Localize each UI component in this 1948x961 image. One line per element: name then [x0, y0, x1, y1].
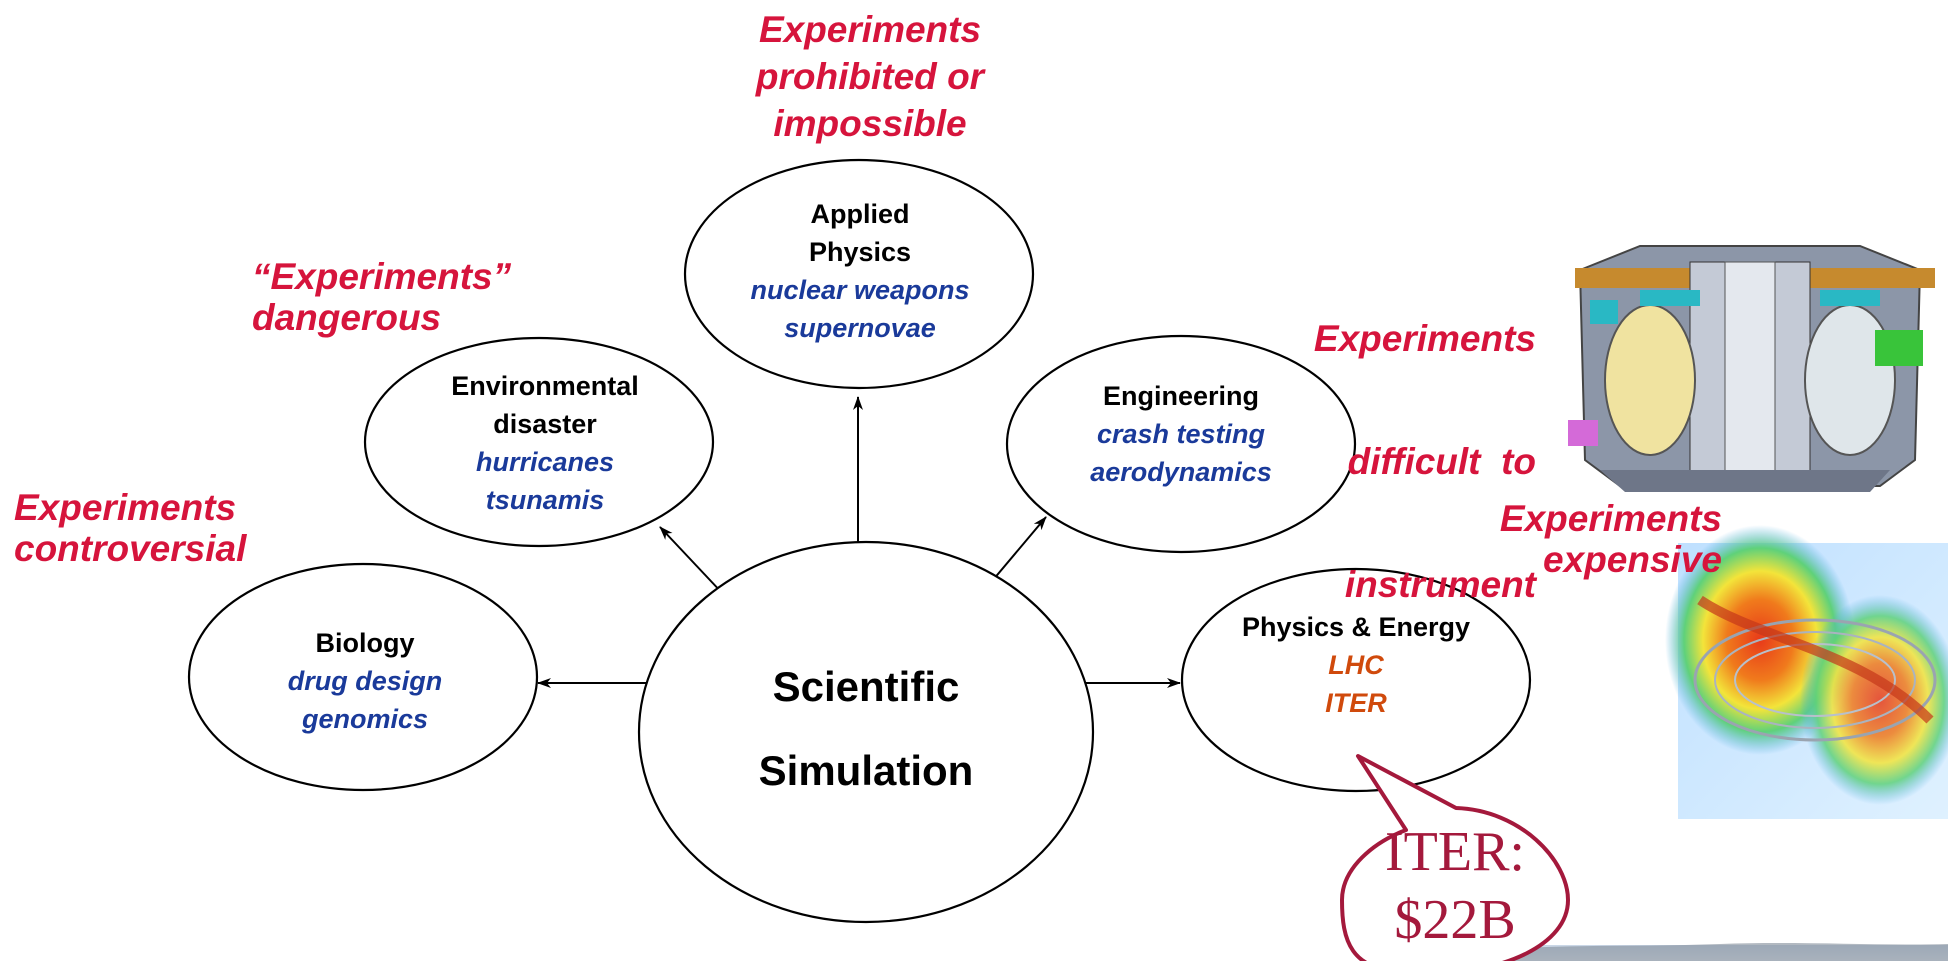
center-ellipse [637, 540, 1095, 924]
callout-line-2: $22B [1394, 889, 1516, 951]
center-label: Scientific Simulation [690, 645, 1042, 813]
label-difficult-line-1: Experiments [1313, 318, 1536, 359]
iter-cost-callout: ITER: $22B [1350, 818, 1560, 954]
environmental-title-2: disaster [493, 409, 597, 439]
applied-example-1: nuclear weapons [750, 275, 970, 305]
label-prohibited-line-1: Experiments [758, 9, 982, 50]
callout-line-1: ITER: [1385, 821, 1525, 883]
environmental-example-2: tsunamis [485, 485, 605, 515]
label-controversial-line-1: Experiments [14, 487, 237, 528]
physics-energy-example-1: LHC [1328, 650, 1384, 680]
tokamak-cutaway-image [1552, 240, 1948, 497]
label-difficult-line-3: instrument [1344, 564, 1536, 605]
label-difficult-line-2: difficult to [1347, 441, 1536, 482]
physics-energy-node: Physics & Energy LHC ITER [1196, 608, 1516, 722]
biology-node: Biology drug design genomics [230, 624, 500, 738]
label-expensive: Experiments expensive [1462, 498, 1722, 580]
label-controversial: Experiments controversial [14, 487, 246, 569]
engineering-example-1: crash testing [1096, 419, 1266, 449]
environmental-example-1: hurricanes [475, 447, 615, 477]
applied-example-2: supernovae [784, 313, 936, 343]
applied-physics-node: Applied Physics nuclear weapons supernov… [700, 195, 1020, 347]
environmental-title-1: Environmental [451, 371, 639, 401]
biology-title: Biology [315, 628, 415, 658]
engineering-ellipse [1005, 334, 1357, 554]
physics-energy-ellipse [1180, 567, 1532, 793]
label-controversial-line-2: controversial [14, 528, 247, 569]
biology-ellipse [187, 562, 539, 792]
center-line-2: Simulation [758, 747, 974, 794]
label-dangerous: “Experiments” dangerous [252, 256, 511, 338]
label-prohibited-line-3: impossible [773, 103, 967, 144]
engineering-node: Engineering crash testing aerodynamics [1041, 377, 1321, 491]
landscape-photo-image [1496, 943, 1948, 961]
label-dangerous-line-1: “Experiments” [252, 256, 512, 297]
label-prohibited-line-2: prohibited or [755, 56, 985, 97]
label-expensive-line-2: expensive [1543, 539, 1722, 580]
center-line-1: Scientific [772, 663, 960, 710]
physics-energy-example-2: ITER [1325, 688, 1387, 718]
label-dangerous-line-2: dangerous [252, 297, 442, 338]
environmental-ellipse [363, 336, 715, 548]
label-expensive-line-1: Experiments [1499, 498, 1722, 539]
environmental-node: Environmental disaster hurricanes tsunam… [400, 367, 690, 519]
label-difficult: Experiments difficult to instrument [1240, 236, 1536, 646]
engineering-title: Engineering [1102, 381, 1259, 411]
plasma-simulation-image [1665, 525, 1948, 819]
applied-title-1: Applied [810, 199, 910, 229]
biology-example-1: drug design [287, 666, 443, 696]
applied-title-2: Physics [808, 237, 912, 267]
physics-energy-title: Physics & Energy [1241, 612, 1471, 642]
engineering-example-2: aerodynamics [1090, 457, 1272, 487]
iter-cost-callout-bubble [1340, 754, 1570, 961]
biology-example-2: genomics [301, 704, 429, 734]
label-prohibited: Experiments prohibited or impossible [700, 6, 1040, 147]
applied-physics-ellipse [683, 158, 1035, 390]
